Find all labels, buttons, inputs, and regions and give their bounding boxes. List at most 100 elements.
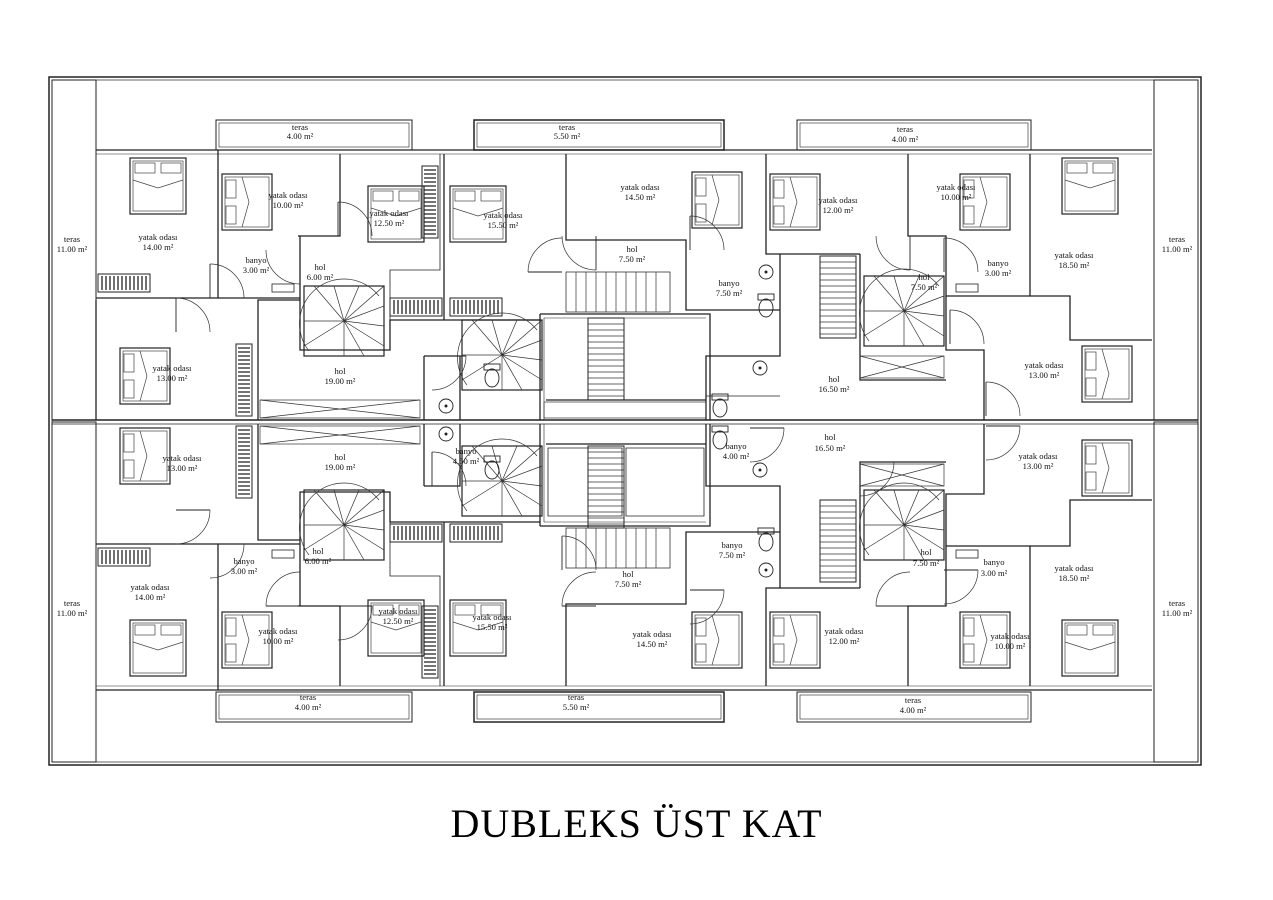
room-label: hol — [315, 262, 327, 272]
room-area: 19.00 m² — [325, 376, 356, 386]
room-area: 18.50 m² — [1059, 573, 1090, 583]
room-area: 14.00 m² — [143, 242, 174, 252]
doors — [175, 201, 1021, 641]
room-label: teras — [1169, 598, 1186, 608]
room-label: banyo — [721, 540, 742, 550]
room-label: hol — [627, 244, 639, 254]
room-area: 15.50 m² — [477, 622, 508, 632]
room-label: teras — [559, 122, 576, 132]
room-label: yatak odası — [1055, 250, 1095, 260]
room-area: 14.50 m² — [625, 192, 656, 202]
room-area: 12.50 m² — [374, 218, 405, 228]
room-area: 12.00 m² — [829, 636, 860, 646]
room-area: 5.50 m² — [563, 702, 590, 712]
room-label: hol — [335, 366, 347, 376]
room-area: 6.00 m² — [307, 272, 334, 282]
room-label: yatak odası — [153, 363, 193, 373]
upper-walls — [95, 149, 1152, 420]
room-label: yatak odası — [379, 606, 419, 616]
room-label: yatak odası — [1019, 451, 1059, 461]
room-label: teras — [300, 692, 317, 702]
room-label: yatak odası — [370, 208, 410, 218]
room-label: yatak odası — [1055, 563, 1095, 573]
room-area: 7.50 m² — [716, 288, 743, 298]
room-label: teras — [292, 122, 309, 132]
room-label: banyo — [245, 255, 266, 265]
room-label: banyo — [987, 258, 1008, 268]
room-area: 5.50 m² — [554, 131, 581, 141]
room-area: 7.50 m² — [911, 282, 938, 292]
room-area: 10.00 m² — [941, 192, 972, 202]
room-label: yatak odası — [991, 631, 1031, 641]
room-area: 3.00 m² — [243, 265, 270, 275]
room-label: yatak odası — [269, 190, 309, 200]
room-area: 14.50 m² — [637, 639, 668, 649]
stairs — [298, 255, 945, 583]
room-label: hol — [919, 272, 931, 282]
room-area: 7.50 m² — [619, 254, 646, 264]
room-area: 10.00 m² — [273, 200, 304, 210]
room-label: yatak odası — [139, 232, 179, 242]
room-area: 14.00 m² — [135, 592, 166, 602]
room-label: yatak odası — [163, 453, 203, 463]
room-area: 3.00 m² — [231, 566, 258, 576]
room-label: yatak odası — [633, 629, 673, 639]
room-area: 11.00 m² — [57, 244, 88, 254]
room-area: 4.00 m² — [723, 451, 750, 461]
room-labels: teras 4.00 m² teras 5.50 m² teras 4.00 m… — [57, 122, 1193, 715]
room-area: 6.00 m² — [305, 556, 332, 566]
room-area: 16.50 m² — [815, 443, 846, 453]
room-area: 4.00 m² — [892, 134, 919, 144]
room-area: 11.00 m² — [57, 608, 88, 618]
room-area: 12.00 m² — [823, 205, 854, 215]
room-label: yatak odası — [259, 626, 299, 636]
room-label: teras — [568, 692, 585, 702]
building-outline — [48, 76, 1202, 766]
room-label: banyo — [233, 556, 254, 566]
room-label: hol — [921, 547, 933, 557]
room-area: 19.00 m² — [325, 462, 356, 472]
room-area: 15.50 m² — [488, 220, 519, 230]
room-label: banyo — [983, 557, 1004, 567]
room-area: 7.50 m² — [719, 550, 746, 560]
top-terraces — [215, 119, 1032, 723]
room-area: 7.50 m² — [615, 579, 642, 589]
room-area: 4.00 m² — [900, 705, 927, 715]
room-label: banyo — [725, 441, 746, 451]
room-area: 4.00 m² — [295, 702, 322, 712]
room-area: 18.50 m² — [1059, 260, 1090, 270]
room-area: 10.00 m² — [995, 641, 1026, 651]
room-area: 3.00 m² — [981, 568, 1008, 578]
room-area: 13.00 m² — [157, 373, 188, 383]
room-area: 4.50 m² — [453, 456, 480, 466]
room-label: yatak odası — [621, 182, 661, 192]
room-label: yatak odası — [484, 210, 524, 220]
room-area: 11.00 m² — [1162, 608, 1193, 618]
gallery-voids — [259, 355, 945, 487]
room-label: banyo — [718, 278, 739, 288]
room-label: hol — [313, 546, 325, 556]
room-label: yatak odası — [131, 582, 171, 592]
room-area: 16.50 m² — [819, 384, 850, 394]
room-area: 7.50 m² — [913, 558, 940, 568]
room-area: 13.00 m² — [1023, 461, 1054, 471]
room-area: 12.50 m² — [383, 616, 414, 626]
room-area: 13.00 m² — [1029, 370, 1060, 380]
room-label: hol — [825, 432, 837, 442]
room-label: yatak odası — [1025, 360, 1065, 370]
room-area: 10.00 m² — [263, 636, 294, 646]
room-label: banyo — [455, 446, 476, 456]
room-label: hol — [335, 452, 347, 462]
room-label: teras — [64, 234, 81, 244]
room-label: yatak odası — [473, 612, 513, 622]
sanitary-fixtures — [271, 264, 979, 578]
room-area: 11.00 m² — [1162, 244, 1193, 254]
room-label: teras — [1169, 234, 1186, 244]
room-label: yatak odası — [937, 182, 977, 192]
room-label: hol — [623, 569, 635, 579]
room-label: hol — [829, 374, 841, 384]
room-area: 13.00 m² — [167, 463, 198, 473]
plan-title: DUBLEKS ÜST KAT — [450, 801, 823, 846]
room-label: teras — [905, 695, 922, 705]
